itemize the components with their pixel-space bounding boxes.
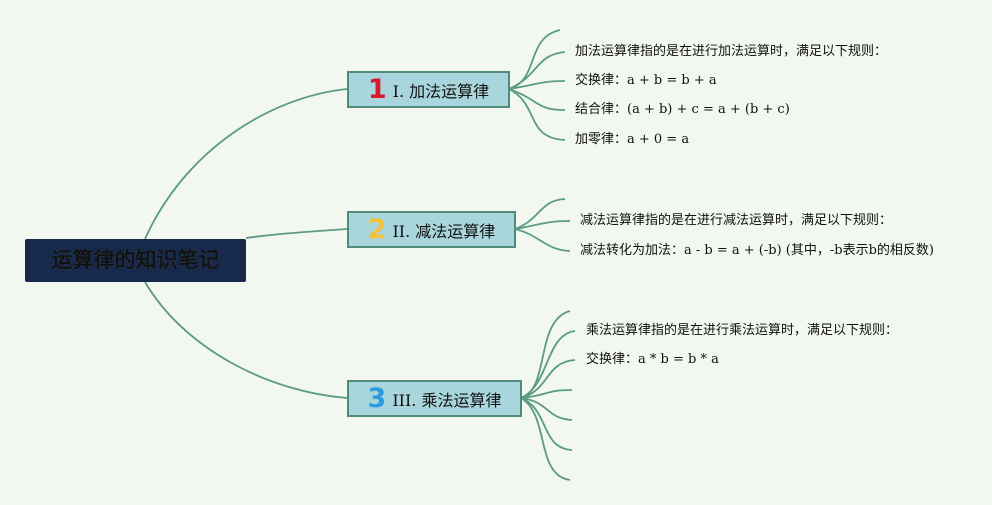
root-topic[interactable]: 运算律的知识笔记 (25, 239, 246, 282)
link-root-branch-1 (144, 88, 348, 240)
branch-topic-label: I. 加法运算律 (392, 81, 490, 101)
branch-topic-subtraction[interactable]: 2 II. 减法运算律 (347, 211, 516, 248)
note-text: 乘法运算律指的是在进行乘法运算时，满足以下规则： (586, 323, 899, 338)
link-root-branch-3 (144, 281, 348, 399)
branch-topic-label: II. 减法运算律 (392, 221, 496, 241)
link-b1-note-2 (508, 80, 566, 90)
link-b1-note-4 (508, 88, 566, 141)
note-text: 交换律：a + b = b + a (575, 73, 717, 88)
link-b3-fan-4 (520, 397, 573, 451)
link-b1-fan-1 (508, 29, 561, 90)
root-topic-label: 运算律的知识笔记 (51, 248, 220, 272)
link-b3-fan-2 (520, 389, 573, 399)
link-root-branch-2 (245, 228, 348, 239)
note-text: 加法运算律指的是在进行加法运算时，满足以下规则： (575, 44, 888, 59)
number-3-icon: 3 (367, 383, 387, 414)
note-text: 交换律：a * b = b * a (586, 352, 719, 367)
note-text: 结合律：(a + b) + c = a + (b + c) (575, 102, 790, 117)
link-b3-fan-1 (520, 310, 571, 399)
note-text: 加零律：a + 0 = a (575, 132, 690, 147)
branch-topic-addition[interactable]: 1 I. 加法运算律 (347, 71, 510, 108)
link-b3-note-2 (520, 359, 576, 399)
link-b2-fan-1 (514, 198, 566, 230)
link-b1-note-1 (508, 51, 566, 90)
number-1-icon: 1 (367, 74, 387, 105)
link-b3-fan-3 (520, 397, 573, 421)
link-b3-fan-5 (520, 397, 571, 481)
link-b3-note-1 (520, 330, 576, 399)
branch-topic-label: III. 乘法运算律 (392, 390, 502, 410)
branch-topic-multiplication[interactable]: 3 III. 乘法运算律 (347, 380, 522, 417)
link-b2-note-2 (514, 228, 571, 252)
note-text: 减法转化为加法：a - b = a + (-b) (其中，-b表示b的相反数) (580, 243, 934, 258)
link-b1-note-3 (508, 88, 566, 111)
link-b2-note-1 (514, 220, 571, 230)
number-2-icon: 2 (367, 214, 387, 245)
note-text: 减法运算律指的是在进行减法运算时，满足以下规则： (580, 213, 893, 228)
